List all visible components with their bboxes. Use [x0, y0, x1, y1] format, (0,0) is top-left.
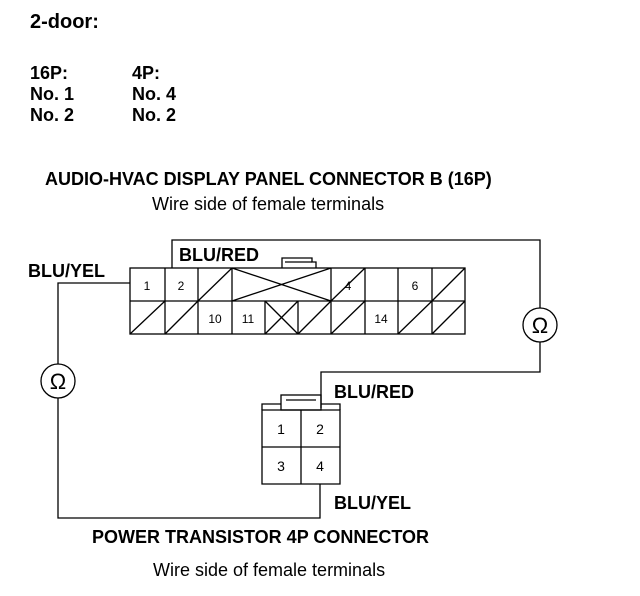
connector-16p-latch [281, 257, 317, 268]
right-ohm-symbol: Ω [532, 313, 548, 338]
left-ohmmeter [40, 363, 76, 399]
pin-4p-3-label: 3 [277, 458, 285, 474]
left-ohm-symbol: Ω [50, 369, 66, 394]
wire-blu-yel [57, 282, 321, 519]
connector-b-subtitle: Wire side of female terminals [152, 194, 385, 214]
pin-4p-row-1: No. 4 [132, 84, 177, 104]
wire-label-left-top: BLU/YEL [28, 261, 106, 281]
pin-4p-4-label: 4 [316, 458, 324, 474]
pin-4p-row-2: No. 2 [132, 105, 177, 125]
pin-16p-row-1: No. 1 [30, 84, 75, 104]
pin-4-label: 4 [345, 279, 352, 293]
pin-6-label: 6 [412, 279, 419, 293]
pin-header-16p: 16P: [30, 63, 69, 83]
pin-11-label: 11 [242, 312, 255, 326]
pin-4p-1-label: 1 [277, 421, 285, 437]
pin-10-label: 10 [208, 312, 222, 326]
connector-4p-subtitle: Wire side of female terminals [153, 560, 386, 580]
wire-label-bottom: BLU/YEL [334, 493, 412, 513]
pin-header-4p: 4P: [132, 63, 161, 83]
pin-2-label: 2 [178, 279, 185, 293]
wire-label-top-center: BLU/RED [179, 245, 259, 265]
door-heading: 2-door: [30, 11, 99, 33]
pin-4p-2-label: 2 [316, 421, 324, 437]
connector-b-title: AUDIO-HVAC DISPLAY PANEL CONNECTOR B (16… [45, 169, 492, 189]
pin-14-label: 14 [374, 312, 388, 326]
pin-16p-row-2: No. 2 [30, 105, 75, 125]
pin-1-label: 1 [144, 279, 151, 293]
wire-blu-red [171, 239, 541, 408]
connector-4p-title: POWER TRANSISTOR 4P CONNECTOR [92, 527, 430, 547]
wire-label-right-mid: BLU/RED [334, 382, 414, 402]
connector-4p-latch [280, 394, 322, 411]
right-ohmmeter [522, 307, 558, 343]
